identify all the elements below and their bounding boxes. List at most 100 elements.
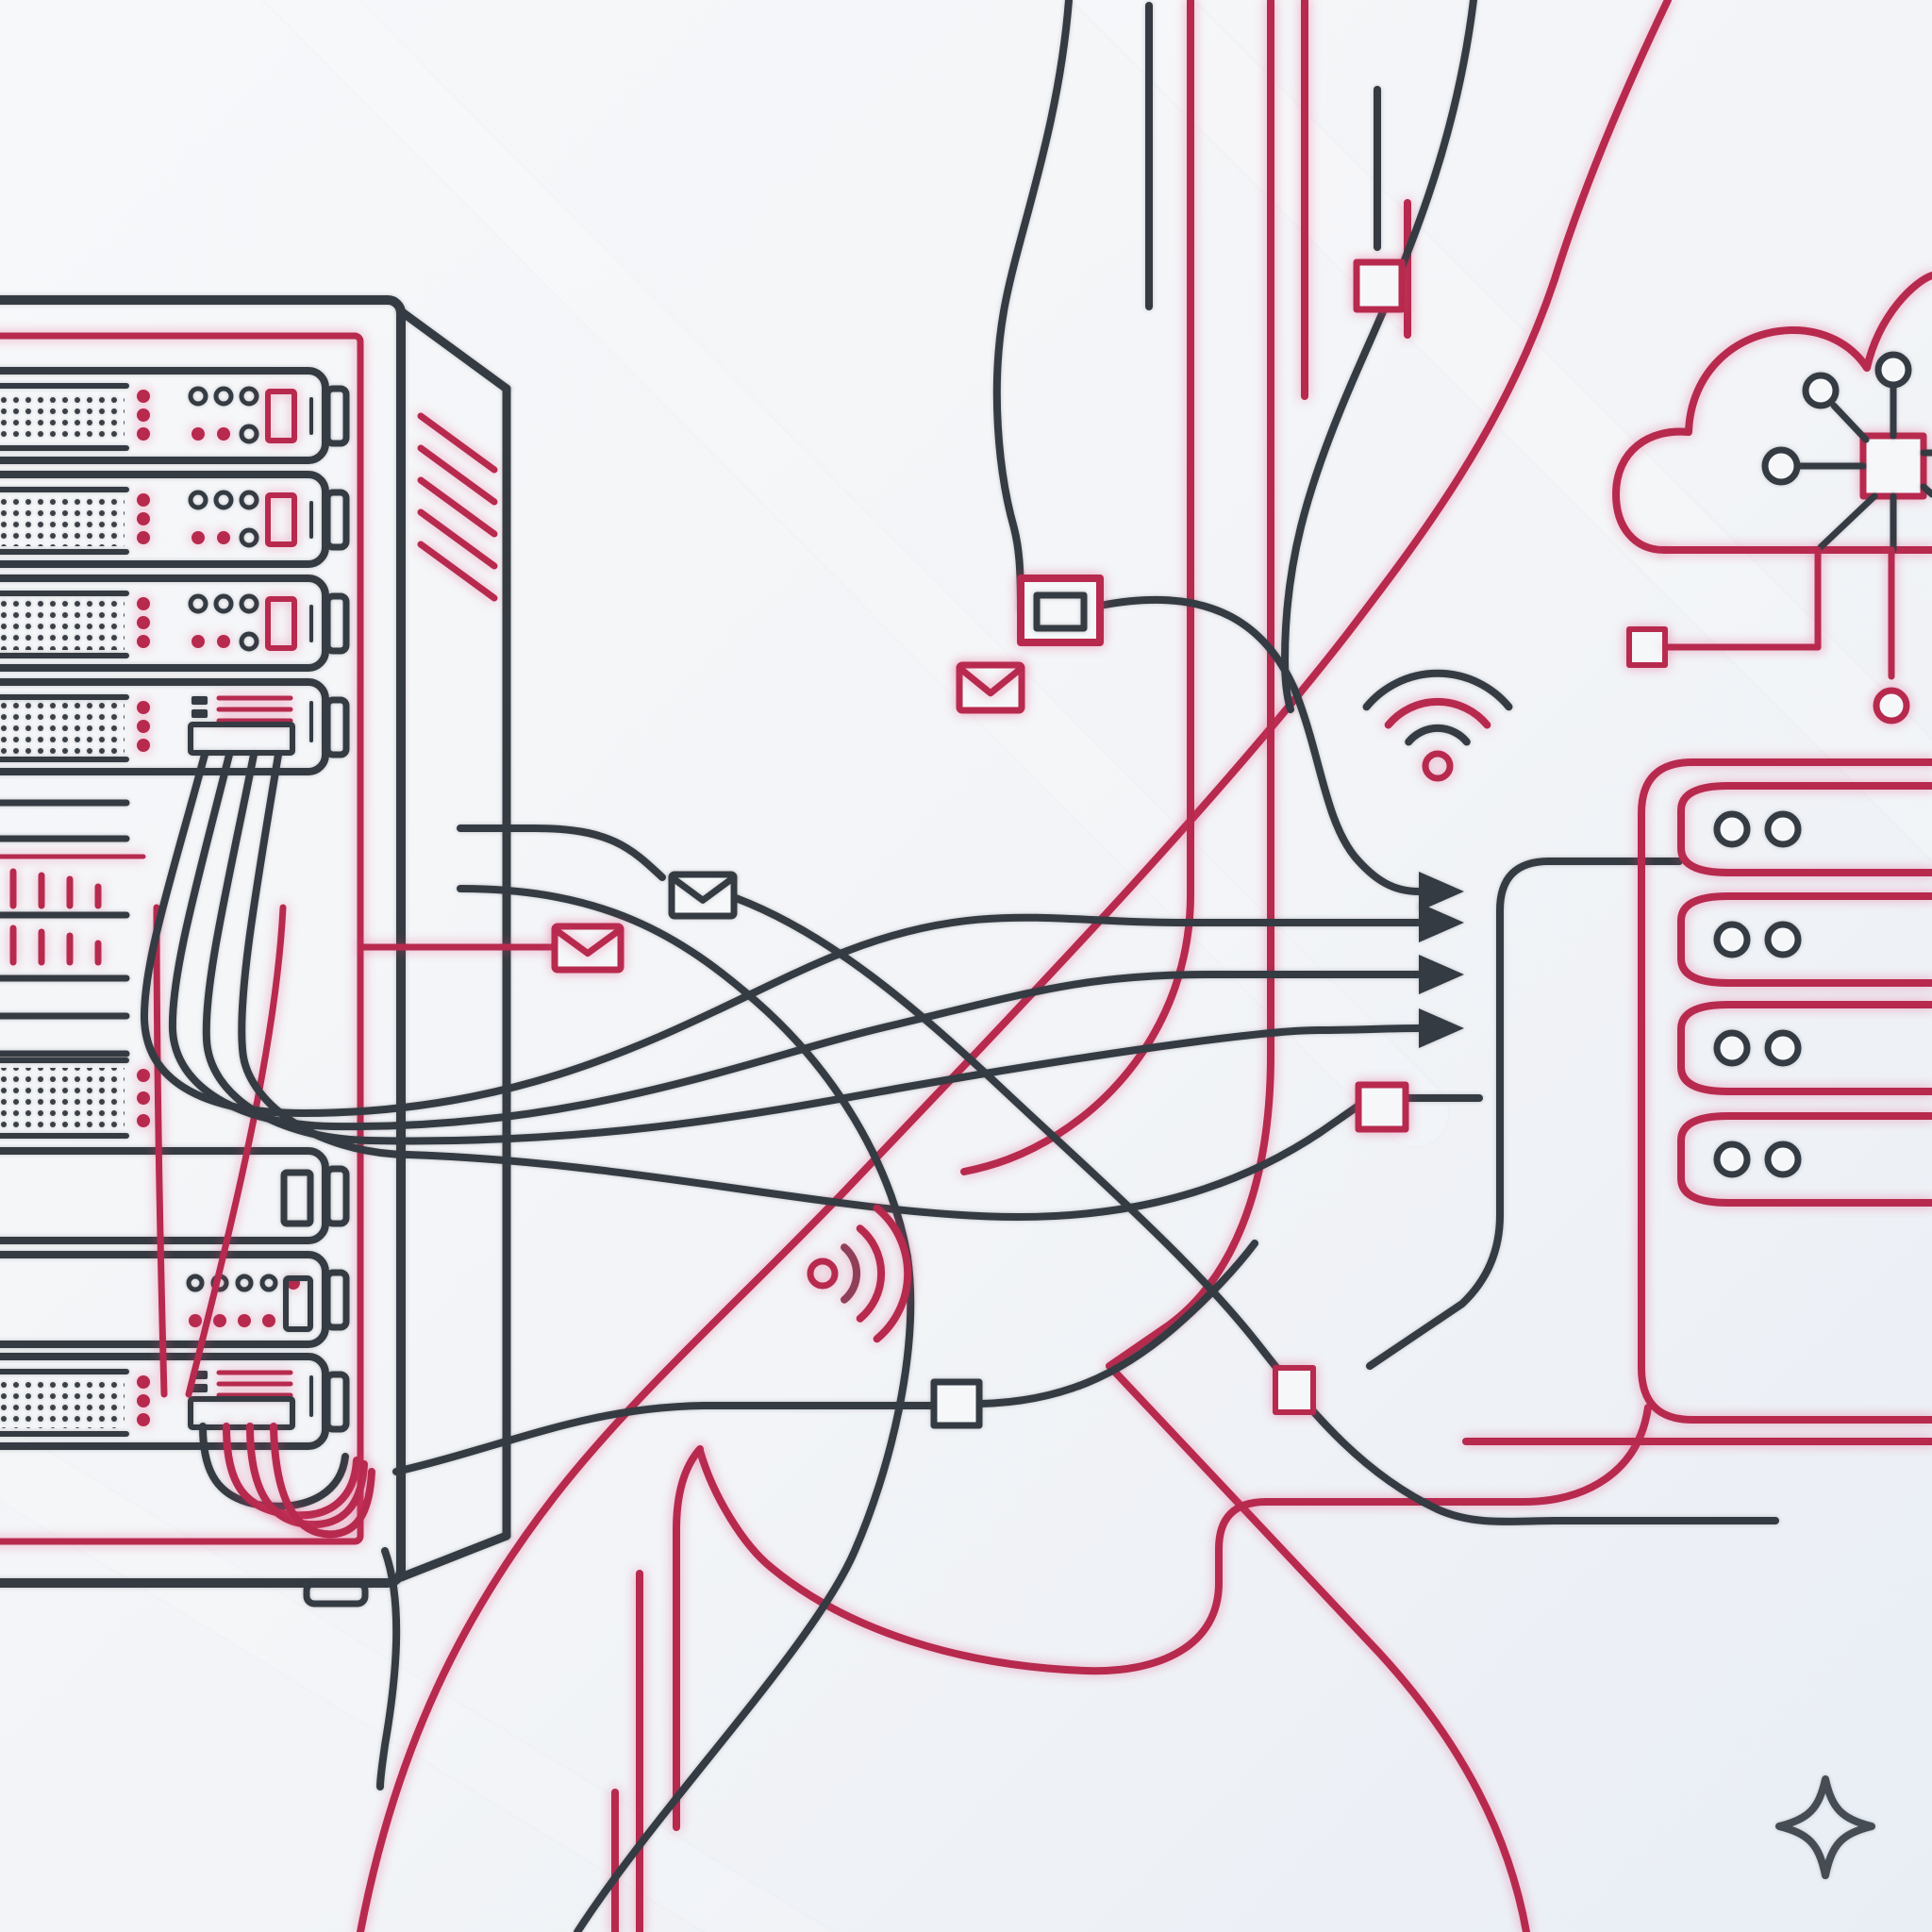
server-rack [0,295,511,1790]
bottom-node-line-out [977,1240,1258,1407]
cable-to-arrow-1 [140,751,1423,1117]
hub-spoke [1920,483,1932,498]
indicator-circle [213,490,234,510]
indicator-dot [217,531,230,544]
rack-cable-red [185,904,287,1398]
status-led [137,1375,150,1389]
node-square-red-small [1273,1365,1316,1415]
activity-bars [216,695,293,724]
right-server-stack [1638,758,1932,1424]
stack-indicator-circle [1713,810,1751,848]
status-led [137,531,150,544]
node-square-mid-right [1355,1081,1409,1133]
indicator-circle [213,593,234,614]
unit-handle [324,1371,350,1433]
light-streak [1072,0,1932,860]
stack-server-3-outline [1677,1001,1932,1095]
light-streak [264,0,1448,1146]
cable-to-arrow-2 [168,751,1423,1131]
indicator-circle [239,490,259,510]
status-led [137,1114,150,1127]
red-trunk-diagonal [357,0,1672,1932]
indicator-circle [186,1274,205,1292]
rack-cabinet-front [0,295,406,1588]
port-strip [188,722,295,756]
drive-port [265,596,297,651]
sparkle-watermark [1775,1775,1875,1879]
hub-node-circle [1802,372,1840,409]
rack-cable-red [153,904,168,1398]
status-led [137,493,150,507]
indicator-dot [217,635,230,648]
hub-square [1859,432,1927,500]
wifi-icon-center-arc [856,1224,886,1323]
arrow-right-2 [1419,903,1464,942]
stack-indicator-circle [1764,1029,1802,1067]
stack-indicator-circle [1713,921,1751,958]
port-strip [188,1396,295,1430]
hub-node-circle [1874,351,1912,389]
stack-server-1-outline [1677,782,1932,876]
bracket-line [1366,858,1683,1370]
status-led [137,427,150,441]
node-square-black-bottom [930,1378,983,1429]
unit-handle [324,696,350,758]
indicator-circle [188,386,208,407]
rack-side-top-edge [396,307,511,393]
red-vertical-line [960,0,1194,1175]
vent-bar [0,591,129,658]
wifi-icon-center-arc [873,1204,912,1343]
cable-to-node [238,751,1362,1221]
cloud-network [1612,272,1932,724]
rack-inner-border [0,332,364,1545]
mail-icon-red-lower-flap [551,925,625,958]
vent-grid [0,1377,125,1428]
bottom-node-line [392,1402,936,1475]
status-led [137,390,150,403]
indicator-circle [188,593,208,614]
stack-server-4-outline [1677,1112,1932,1207]
watermark [1775,1775,1875,1879]
drive-port [265,492,297,547]
wifi-icon-top-right-arc [1384,697,1491,729]
status-dash [192,1384,208,1392]
patch-ticks-row [9,924,102,966]
node-square-cloud [1626,626,1668,668]
vent-grid [0,1068,125,1128]
status-led [137,739,150,752]
node-to-arrow-curve [1096,595,1423,895]
drive-port [283,1275,313,1332]
nodes-and-icons [551,258,1668,1429]
wifi-icon-top-right-dot [1422,750,1454,782]
rack-foot [303,1579,369,1607]
indicator-circle [239,593,259,614]
vent-grid [0,391,125,442]
hub-node-circle [1761,446,1801,486]
node-square-outer [1017,575,1104,646]
patch-ticks-row [9,868,102,909]
indicator-dot [192,531,205,544]
indicator-dot [262,1314,275,1327]
indicator-dot [213,1314,226,1327]
status-led [137,720,150,733]
unit-handle [324,592,350,655]
drive-port [265,389,297,443]
status-led [137,701,150,714]
indicator-circle [239,527,259,548]
unit-handle [324,1269,350,1331]
arrow-right-1 [1419,872,1464,911]
cloud-drop-node [1873,687,1910,724]
vent-bar [0,487,129,555]
wifi-icon-center-arc [841,1243,860,1304]
indicator-circle [188,490,208,510]
vent-bar [0,694,129,762]
cable-to-arrow-3 [202,751,1423,1145]
vent-bar [0,1369,129,1437]
unit-handle [324,385,350,447]
wifi-icon-center-dot [807,1257,839,1290]
indicator-circle [239,424,259,444]
arrow-right-4 [1419,1008,1464,1048]
